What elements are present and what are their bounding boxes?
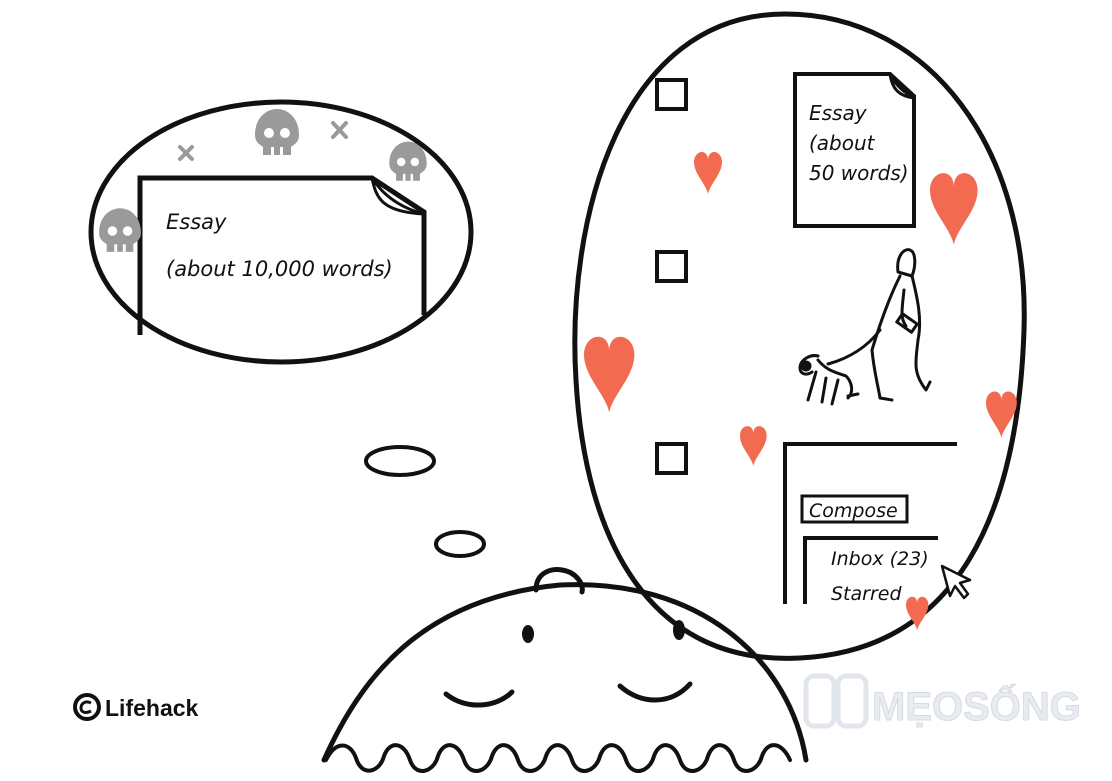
- compose-button: [800, 494, 909, 524]
- heart-icon: [740, 426, 767, 467]
- left-bubble-outline: [88, 99, 474, 365]
- heart-icon: [694, 151, 722, 194]
- watermark-text: MẸOSỐNG: [872, 683, 1081, 729]
- right-thought-bubble: Essay (about 50 words) C: [572, 11, 1027, 661]
- todo-checkbox-2: [655, 250, 688, 283]
- right-document-outline: [793, 72, 916, 228]
- compose-label: Compose: [809, 500, 898, 522]
- heart-icon: [584, 336, 635, 413]
- inbox-label: Inbox (23): [831, 548, 929, 570]
- cross-mark-icon: [331, 121, 348, 139]
- right-bubble-outline: [572, 11, 1027, 661]
- thought-dot-large: [364, 445, 436, 477]
- meosong-logo-icon: [803, 673, 869, 729]
- cross-mark-icon: [178, 145, 194, 161]
- closed-eye-right: [617, 681, 693, 703]
- right-doc-line3: 50 words): [809, 161, 909, 185]
- lifehack-brand-name: Lifehack: [105, 695, 199, 721]
- character-eyebrow-right: [673, 620, 685, 640]
- left-document-page-curl: [370, 177, 425, 216]
- left-doc-title: Essay: [166, 210, 227, 234]
- thought-dot-small: [434, 530, 486, 558]
- skull-icon: [255, 109, 299, 155]
- heart-icon: [986, 391, 1017, 438]
- email-client-mock: Compose Inbox (23) Starred: [783, 442, 972, 605]
- right-document-page-curl: [888, 73, 915, 100]
- closed-eye-left: [443, 689, 515, 708]
- character-curly-hair-fringe: [324, 743, 792, 773]
- right-essay-document: Essay (about 50 words): [793, 72, 916, 228]
- cursor-arrow-icon: [940, 564, 972, 600]
- left-essay-document: Essay (about 10,000 words): [137, 175, 427, 335]
- skull-icon: [389, 141, 427, 181]
- heart-icon: [930, 173, 978, 245]
- skull-icon: [99, 208, 141, 252]
- right-doc-title: Essay: [809, 101, 868, 125]
- left-thought-bubble: Essay (about 10,000 words): [88, 99, 474, 365]
- email-folder-list-frame: [803, 536, 938, 604]
- heart-icon: [906, 596, 929, 631]
- sleeping-character: [321, 567, 809, 773]
- lifehack-logo-icon: [73, 693, 101, 721]
- thought-trail: [364, 445, 486, 558]
- starred-label: Starred: [831, 583, 902, 605]
- person-walking-dog-icon: [798, 248, 932, 406]
- character-eyebrow-left: [522, 625, 534, 643]
- character-head-bump: [533, 567, 585, 595]
- email-window-frame: [783, 442, 957, 604]
- right-doc-line2: (about: [809, 131, 876, 155]
- left-doc-subtitle: (about 10,000 words): [166, 257, 393, 281]
- todo-checkbox-3: [655, 442, 688, 475]
- lifehack-logo: Lifehack: [73, 693, 199, 721]
- character-head-outline: [321, 582, 809, 763]
- todo-checkbox-1: [655, 78, 688, 111]
- meosong-watermark: MẸOSỐNG: [803, 673, 1081, 730]
